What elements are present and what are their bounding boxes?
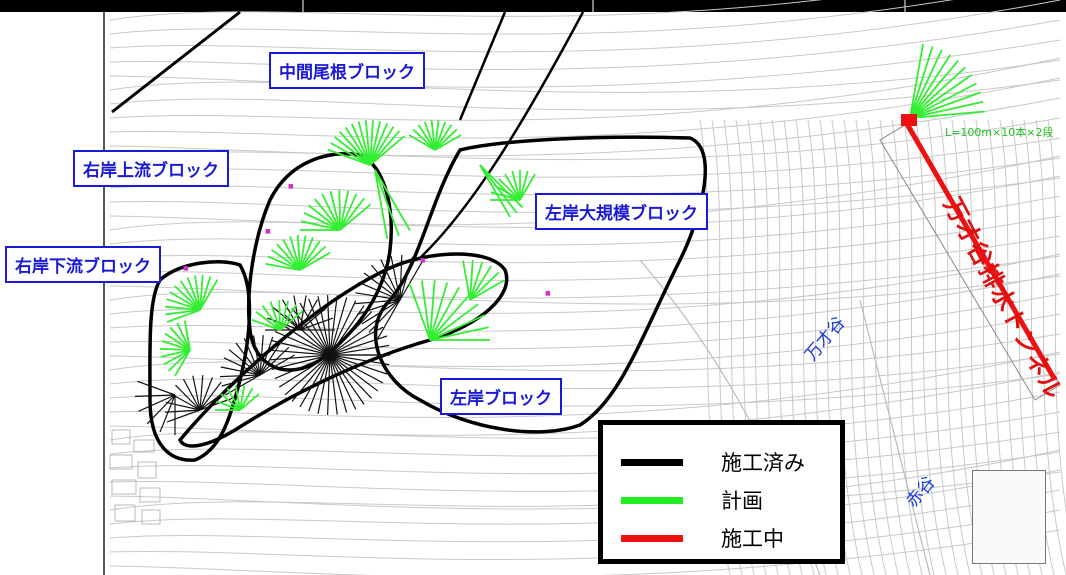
topographic-contours	[109, 0, 1066, 575]
tunnel-spec-label: L=100m×10本×2段	[945, 126, 1054, 139]
legend-item-in-progress: 施工中	[621, 523, 784, 553]
planned-drain-fans	[159, 43, 985, 411]
svg-text:■: ■	[545, 290, 551, 297]
legend-item-planned: 計画	[621, 485, 763, 515]
town-grid	[109, 429, 161, 525]
svg-text:■: ■	[183, 265, 189, 272]
header-bar	[0, 0, 1066, 12]
legend-item-built: 施工済み	[621, 447, 805, 477]
inset-legend	[972, 470, 1046, 564]
left-large-block-label: 左岸大規模ブロック	[535, 193, 708, 230]
legend-label-in-progress: 施工中	[721, 527, 784, 551]
right-upstream-block-label: 右岸上流ブロック	[73, 150, 229, 187]
svg-text:■: ■	[265, 228, 271, 235]
legend-swatch-in-progress	[621, 534, 683, 542]
legend-swatch-planned	[621, 496, 683, 504]
svg-text:■: ■	[288, 183, 294, 190]
legend-swatch-built	[621, 458, 683, 466]
tunnel-portal	[901, 114, 917, 126]
legend: 施工済み 計画 施工中	[598, 420, 845, 564]
drainage-tunnel-line	[903, 120, 1058, 382]
legend-label-planned: 計画	[721, 489, 763, 513]
block-outlines	[148, 135, 708, 462]
svg-text:■: ■	[420, 257, 426, 264]
left-block-label: 左岸ブロック	[440, 378, 562, 415]
legend-label-built: 施工済み	[721, 451, 805, 475]
middle-ridge-block-label: 中間尾根ブロック	[269, 52, 425, 89]
right-downstream-block-label: 右岸下流ブロック	[5, 246, 161, 283]
built-drain-fans	[135, 255, 424, 435]
